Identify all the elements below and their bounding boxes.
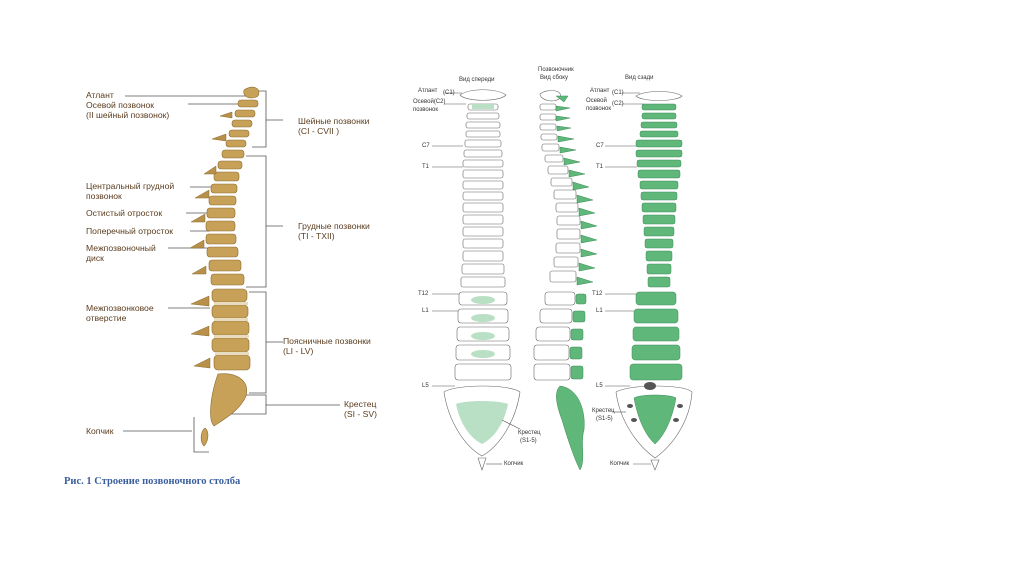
front-label-l5: L5 (422, 383, 429, 390)
front-label-axis-2: позвонок (413, 107, 438, 114)
side-label-axis: Осевой (586, 98, 607, 105)
front-label-t12: T12 (418, 291, 428, 298)
side-label-c7: C7 (596, 143, 604, 150)
front-label-sacrum-range: (S1-5) (520, 438, 537, 445)
side-label-t12: T12 (592, 291, 602, 298)
heading-side-view-2: Вид сбоку (540, 75, 568, 82)
side-label-sacrum: Крестец (592, 408, 615, 415)
heading-front-view: Вид спереди (459, 77, 495, 84)
side-label-t1: T1 (596, 164, 603, 171)
front-label-l1: L1 (422, 308, 429, 315)
front-label-c7: C7 (422, 143, 430, 150)
side-label-c1: (C1) (612, 90, 624, 97)
side-label-l5: L5 (596, 383, 603, 390)
heading-back-view: Вид сзади (625, 75, 653, 82)
front-view-spine (444, 90, 520, 470)
heading-side-view-1: Позвоночник (538, 67, 574, 74)
side-label-axis-2: позвонок (586, 106, 611, 113)
figure-caption: Рис. 1 Строение позвоночного столба (64, 476, 240, 487)
front-label-axis: Осевой(C2) (413, 99, 445, 106)
back-view-spine (616, 92, 692, 471)
front-label-t1: T1 (422, 164, 429, 171)
side-label-coccyx: Копчик (610, 461, 629, 468)
side-label-atlas: Атлант (590, 88, 609, 95)
side-label-c2: (C2) (612, 101, 624, 108)
side-label-sacrum-range: (S1-5) (596, 416, 613, 423)
front-label-sacrum: Крестец (518, 430, 541, 437)
front-label-atlas: Атлант (418, 88, 437, 95)
side-label-l1: L1 (596, 308, 603, 315)
front-label-c1: (C1) (443, 90, 455, 97)
side-view-spine (534, 91, 597, 470)
front-label-coccyx: Копчик (504, 461, 523, 468)
